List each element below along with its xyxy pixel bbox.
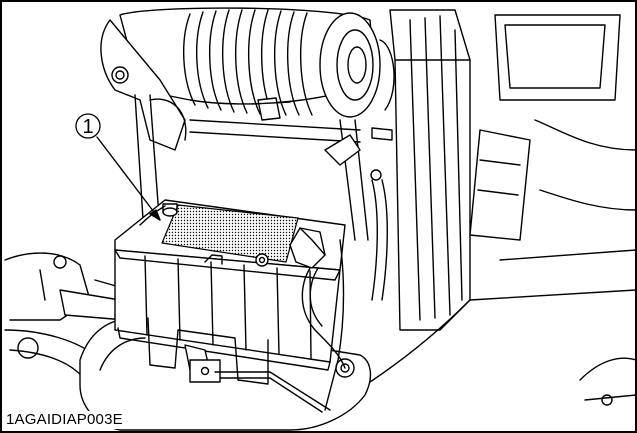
- battery-hold-down-clamp: [147, 317, 331, 413]
- figure-code: 1AGAIDIAP003E: [4, 411, 125, 429]
- frame-left: [4, 252, 131, 381]
- battery-bracket-frame: [134, 94, 393, 251]
- callout-1-number: 1: [82, 116, 93, 138]
- callout-leader-line: [96, 136, 161, 221]
- wire-harness: [324, 239, 345, 411]
- air-cleaner: [119, 7, 395, 118]
- callout-arrowhead: [149, 209, 161, 221]
- engine-part-right: [469, 14, 637, 406]
- radiator-frame: [349, 9, 471, 396]
- engine-part-left: [100, 19, 187, 151]
- battery-label-area: [161, 204, 299, 263]
- battery-terminal-positive-cover: [204, 227, 326, 269]
- callout-1: 1: [75, 113, 101, 139]
